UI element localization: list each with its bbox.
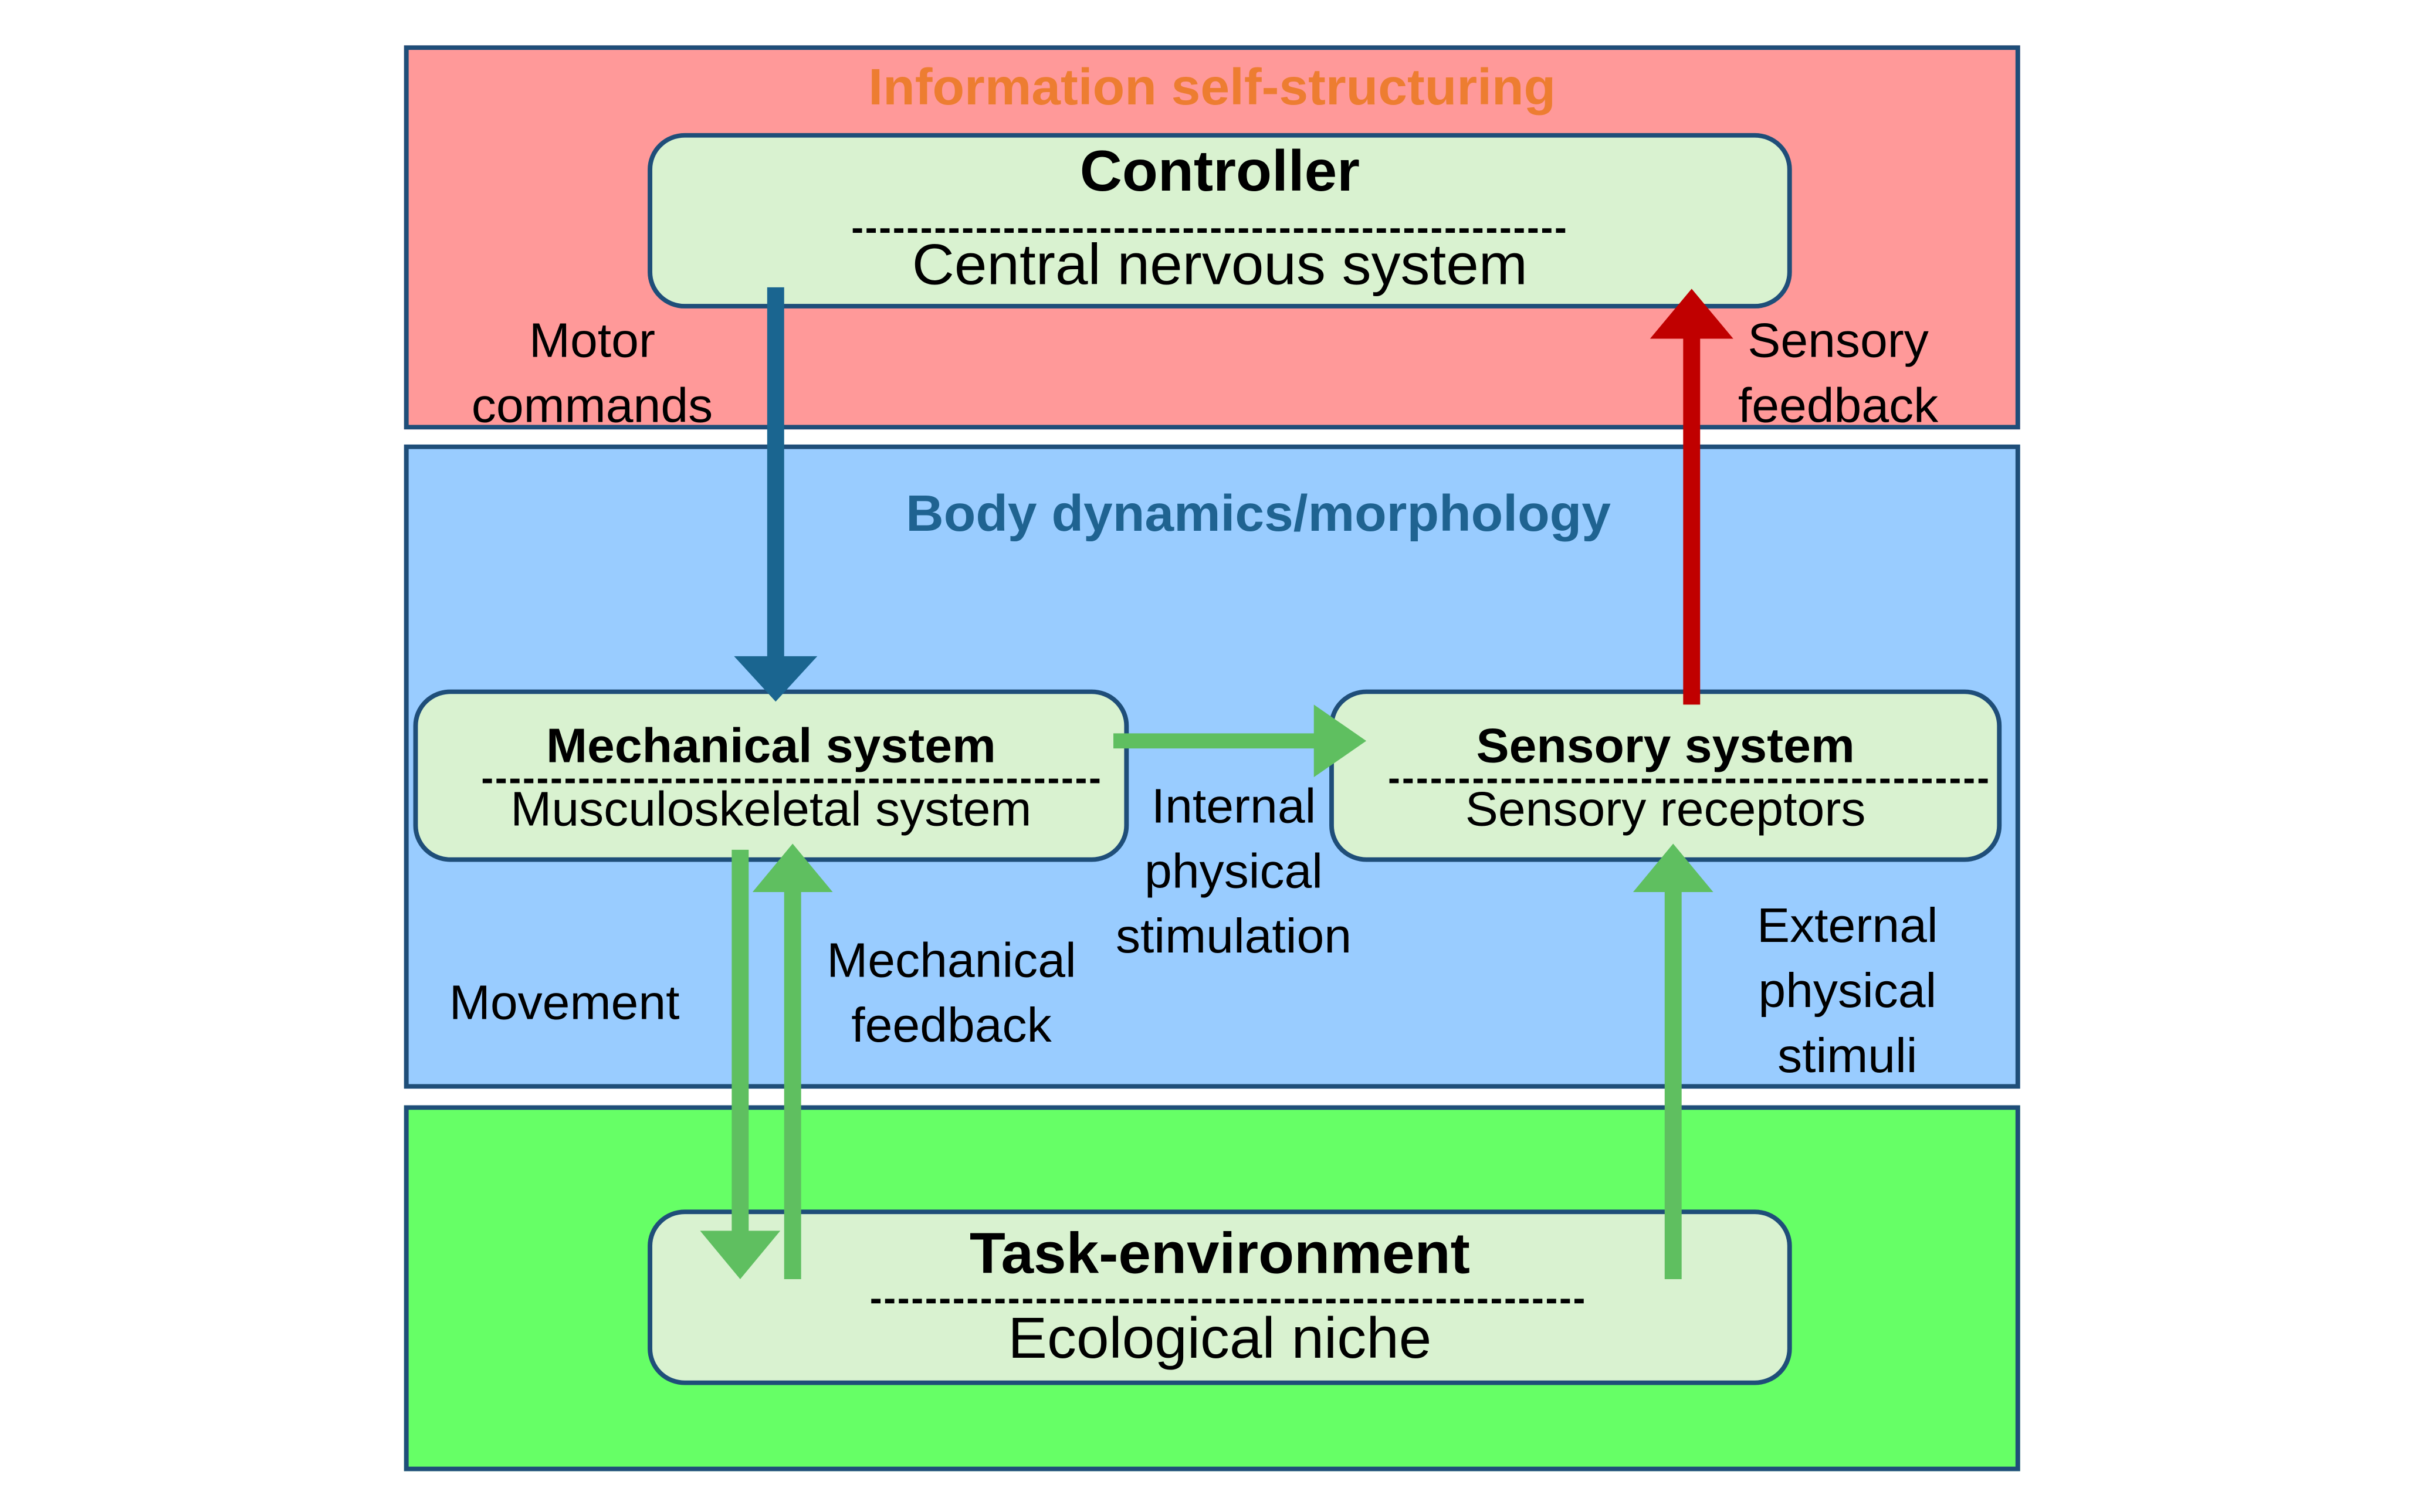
task-environment-box: Task-environment Ecological niche xyxy=(648,1209,1792,1385)
sensory-system-subtitle: Sensory receptors xyxy=(1465,781,1866,836)
movement-arrow xyxy=(700,849,781,1279)
sensory-system-title: Sensory system xyxy=(1476,718,1855,773)
motor-commands-line-2: commands xyxy=(471,378,713,433)
controller-title: Controller xyxy=(1079,140,1360,205)
sensory-feedback-arrow xyxy=(1650,289,1733,705)
external-stimuli-line-1: External xyxy=(1756,898,1938,953)
external-stimuli-line-2: physical xyxy=(1758,963,1937,1018)
motor-commands-label: Motor commands xyxy=(438,308,747,439)
movement-label: Movement xyxy=(449,975,680,1030)
external-stimuli-arrow xyxy=(1633,843,1713,1279)
task-environment-divider xyxy=(871,1299,1584,1304)
internal-stimulation-line-1: Internal xyxy=(1151,778,1316,833)
sensory-system-box: Sensory system Sensory receptors xyxy=(1329,689,2002,862)
internal-stimulation-arrow xyxy=(1113,704,1367,778)
mechanical-system-box: Mechanical system Musculoskeletal system xyxy=(413,689,1129,862)
internal-stimulation-line-3: stimulation xyxy=(1115,908,1352,964)
controller-subtitle: Central nervous system xyxy=(912,234,1528,298)
information-layer-title: Information self-structuring xyxy=(868,59,1556,117)
task-environment-subtitle: Ecological niche xyxy=(1008,1307,1432,1372)
controller-divider xyxy=(852,228,1566,233)
mechanical-feedback-arrow xyxy=(752,843,833,1279)
motor-commands-arrow xyxy=(734,287,818,702)
mechanical-feedback-label: Mechanical feedback xyxy=(805,928,1098,1059)
mechanical-feedback-line-1: Mechanical xyxy=(827,933,1076,988)
motor-commands-line-1: Motor xyxy=(529,313,655,368)
mechanical-system-subtitle: Musculoskeletal system xyxy=(510,781,1032,836)
controller-box: Controller Central nervous system xyxy=(648,133,1792,308)
sensory-feedback-label: Sensory feedback xyxy=(1715,308,1962,439)
external-stimuli-line-3: stimuli xyxy=(1777,1028,1918,1083)
sensory-feedback-line-1: Sensory xyxy=(1748,313,1929,368)
task-environment-title: Task-environment xyxy=(969,1223,1470,1287)
mechanical-system-title: Mechanical system xyxy=(546,718,996,773)
sensory-system-divider xyxy=(1389,778,1988,784)
external-stimuli-label: External physical stimuli xyxy=(1724,894,1971,1089)
mechanical-feedback-line-2: feedback xyxy=(851,998,1052,1053)
internal-stimulation-line-2: physical xyxy=(1144,843,1323,899)
sensory-feedback-line-2: feedback xyxy=(1738,378,1939,433)
mechanical-system-divider xyxy=(482,778,1100,784)
body-layer-title: Body dynamics/morphology xyxy=(906,485,1611,543)
internal-stimulation-label: Internal physical stimulation xyxy=(1092,774,1376,969)
